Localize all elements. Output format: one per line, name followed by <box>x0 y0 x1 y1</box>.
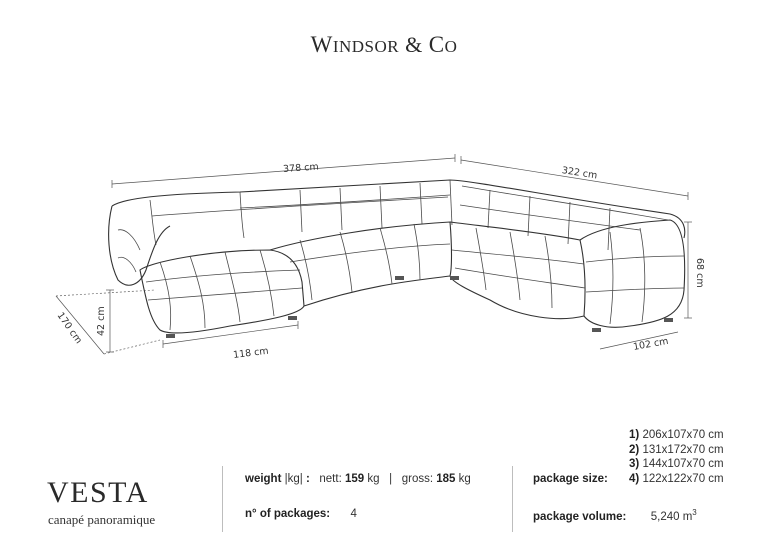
weight-separator: | <box>389 473 393 485</box>
package-size-list: 1) 206x107x70 cm 2) 131x172x70 cm 3) 144… <box>629 428 724 486</box>
dim-height: 68 cm <box>694 258 705 288</box>
dim-width-total: 378 cm <box>283 162 319 175</box>
dim-arm-depth: 102 cm <box>632 336 669 353</box>
sofa-outline <box>108 179 686 338</box>
package-size-item: 4) 122x122x70 cm <box>629 472 724 485</box>
weight-label: weight <box>245 473 282 485</box>
package-volume-label: package volume: <box>533 510 627 523</box>
product-name: VESTA <box>47 476 149 509</box>
nett-label: nett: <box>319 473 342 485</box>
package-volume-row: package volume: 5,240 m3 <box>533 508 697 523</box>
sofa-technical-drawing: 378 cm 322 cm 68 cm 42 cm 170 cm 118 cm … <box>55 154 705 361</box>
weight-colon: : <box>305 473 310 485</box>
weight-row: weight |kg| : nett: 159 kg | gross: 185 … <box>245 473 471 485</box>
divider <box>222 466 223 532</box>
gross-label: gross: <box>401 473 434 485</box>
gross-unit: kg <box>458 473 471 485</box>
package-size-item: 1) 206x107x70 cm <box>629 429 724 441</box>
package-size-item: 2) 131x172x70 cm <box>629 443 724 456</box>
nett-value: 159 <box>344 473 365 485</box>
divider <box>512 466 513 532</box>
dim-seat-height: 42 cm <box>96 306 107 336</box>
brand-logo: WINDSOR & CO <box>310 32 458 57</box>
gross-value: 185 <box>436 473 456 485</box>
packages-row: n° of packages: 4 <box>245 508 357 520</box>
package-volume-value: 5,240 m <box>650 510 693 523</box>
package-size-label: package size: <box>533 473 608 485</box>
product-subtitle: canapé panoramique <box>48 512 156 527</box>
dimension-lines <box>55 154 692 355</box>
package-volume-unit-sup: 3 <box>692 508 697 517</box>
weight-unit: |kg| <box>284 473 303 485</box>
nett-unit: kg <box>367 473 380 485</box>
dim-chaise-depth: 170 cm <box>55 310 84 346</box>
dim-chaise-width: 118 cm <box>233 346 270 361</box>
packages-label: n° of packages: <box>245 508 331 520</box>
packages-value: 4 <box>350 508 357 520</box>
package-size-item: 3) 144x107x70 cm <box>629 458 724 470</box>
